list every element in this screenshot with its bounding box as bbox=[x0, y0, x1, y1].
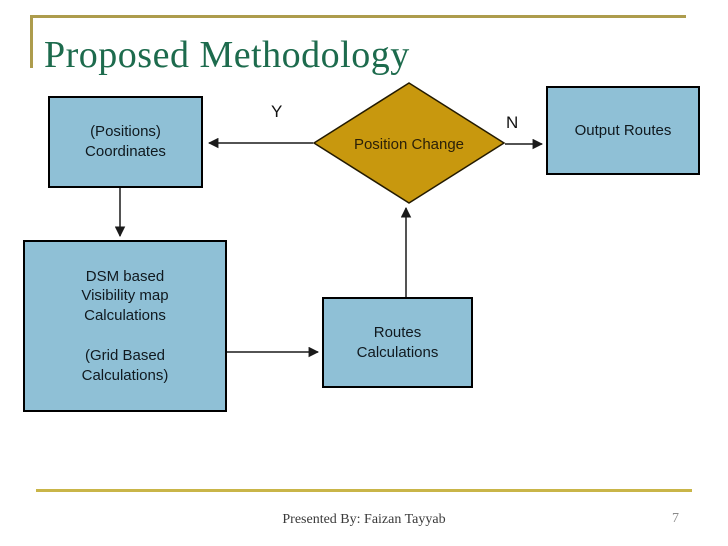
left-gold-line bbox=[30, 15, 33, 68]
flowchart-node-output-routes: Output Routes bbox=[546, 86, 700, 175]
node-label: DSM based Visibility map Calculations (G… bbox=[81, 267, 169, 384]
flowchart-node-dsm-visibility: DSM based Visibility map Calculations (G… bbox=[23, 240, 227, 412]
decision-diamond-shape bbox=[312, 82, 506, 204]
decision-diamond-label: Position Change bbox=[354, 136, 464, 153]
footer-gold-line bbox=[36, 489, 692, 492]
top-gold-line bbox=[30, 15, 686, 18]
page-number: 7 bbox=[672, 511, 679, 526]
flowchart-node-routes-calculations: Routes Calculations bbox=[322, 297, 473, 388]
node-label: Routes Calculations bbox=[356, 323, 439, 361]
node-label: Output Routes bbox=[574, 121, 672, 139]
branch-label-yes: Y bbox=[271, 102, 283, 121]
branch-label-no: N bbox=[506, 113, 519, 132]
footer-presented-by: Presented By: Faizan Tayyab bbox=[282, 512, 446, 527]
node-label: (Positions) Coordinates bbox=[85, 123, 166, 160]
slide-title: Proposed Methodology bbox=[44, 34, 410, 76]
flowchart-node-coordinates: (Positions) Coordinates bbox=[48, 96, 203, 188]
